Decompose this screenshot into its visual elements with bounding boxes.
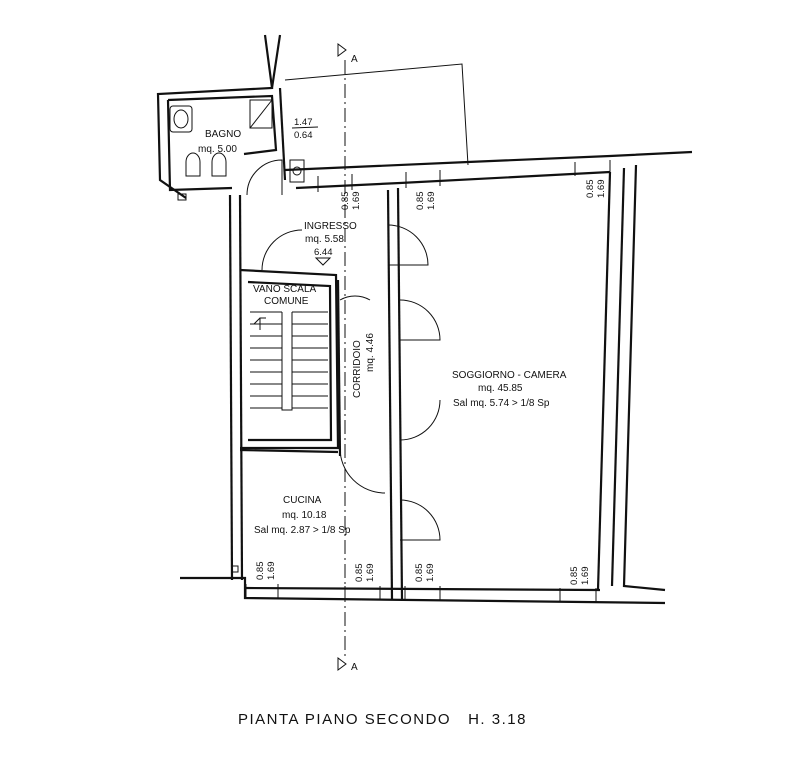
windows (177, 160, 611, 602)
sill-2: 0.85 (415, 192, 426, 211)
ingresso-area: mq. 5.58 (305, 234, 344, 245)
wh-4: 1.69 (266, 562, 277, 581)
bagno-name: BAGNO (205, 129, 241, 140)
wh-5: 1.69 (365, 564, 376, 583)
bagno-window-bottom: 0.64 (294, 130, 313, 141)
window-dims-bottom-3: 0.85 1.69 (414, 564, 436, 583)
wh-6: 1.69 (425, 564, 436, 583)
wh-1: 1.69 (351, 192, 362, 211)
section-line: A A (337, 43, 358, 673)
soggiorno-sal: Sal mq. 5.74 > 1/8 Sp (453, 398, 550, 409)
window-dims-bottom-1: 0.85 1.69 (255, 562, 277, 581)
window-dims-top-3: 0.85 1.69 (585, 180, 607, 199)
bathroom-fixtures (169, 99, 305, 183)
bagno-window-top: 1.47 (294, 117, 313, 128)
window-dims-top-1: 0.85 1.69 (340, 192, 362, 211)
corridoio-name: CORRIDOIO (352, 340, 363, 398)
plan-title: PIANTA PIANO SECONDO H. 3.18 (238, 711, 527, 728)
sill-1: 0.85 (340, 192, 351, 211)
cucina-name: CUCINA (283, 495, 322, 506)
cucina-sal: Sal mq. 2.87 > 1/8 Sp (254, 525, 351, 536)
window-dims-top-2: 0.85 1.69 (415, 192, 437, 211)
ingresso-name: INGRESSO (304, 221, 357, 232)
vano-scala-line2: COMUNE (264, 296, 309, 307)
cucina-area: mq. 10.18 (282, 510, 327, 521)
sill-3: 0.85 (585, 180, 596, 199)
walls (156, 34, 693, 605)
sill-5: 0.85 (354, 564, 365, 583)
window-dims-bottom-4: 0.85 1.69 (569, 567, 591, 586)
soggiorno-area: mq. 45.85 (478, 383, 523, 394)
wh-7: 1.69 (580, 567, 591, 586)
staircase (250, 311, 328, 411)
sill-6: 0.85 (414, 564, 425, 583)
vano-scala-line1: VANO SCALA (253, 284, 316, 295)
wh-3: 1.69 (596, 180, 607, 199)
corridoio-area: mq. 4.46 (365, 333, 376, 372)
bagno-area: mq. 5.00 (198, 144, 237, 155)
height-mark: 6.44 (314, 247, 333, 258)
sill-7: 0.85 (569, 567, 580, 586)
section-label-top: A (351, 54, 358, 65)
window-dims-bottom-2: 0.85 1.69 (354, 564, 376, 583)
soggiorno-name: SOGGIORNO - CAMERA (452, 370, 567, 381)
doors (246, 159, 441, 541)
sill-4: 0.85 (255, 562, 266, 581)
wh-2: 1.69 (426, 192, 437, 211)
section-label-bottom: A (351, 662, 358, 673)
